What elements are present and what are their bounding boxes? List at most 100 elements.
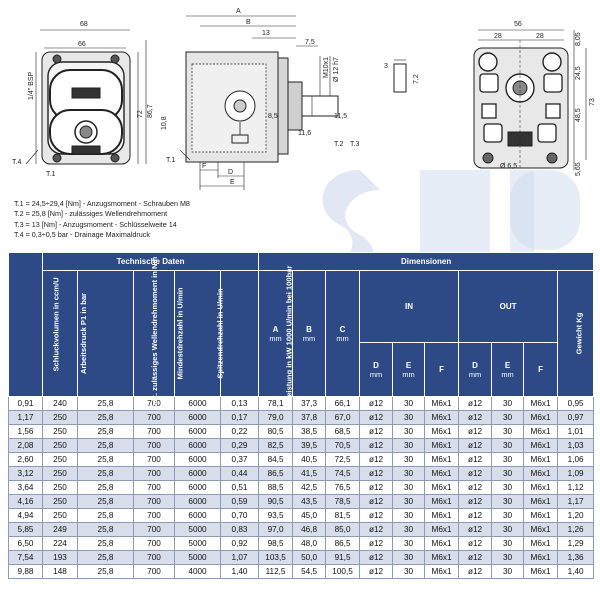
table-cell: 4000 (174, 564, 221, 579)
table-cell: ø12 (359, 396, 394, 411)
table-cell: ø12 (458, 536, 493, 551)
group-in: IN (359, 270, 460, 343)
table-cell: 37,8 (292, 410, 327, 425)
table-cell: ø12 (458, 480, 493, 495)
col-max-speed: Spitzendrehzahl in U/min (174, 270, 225, 397)
group-dimensions: Dimensionen (258, 252, 595, 271)
table-cell: M6x1 (523, 564, 559, 579)
table-cell: 5000 (174, 522, 221, 537)
table-cell: ø12 (359, 438, 394, 453)
table-cell: M6x1 (424, 480, 460, 495)
table-cell: 43,5 (292, 494, 327, 509)
table-cell: M6x1 (523, 494, 559, 509)
table-cell: 0,95 (557, 396, 595, 411)
table-cell: 88,5 (258, 480, 294, 495)
label-side-t1: T.1 (166, 157, 175, 164)
table-cell: M6x1 (523, 452, 559, 467)
col-torque: max. zulässiges Wellendrehmoment in Nm (77, 257, 159, 410)
table-cell: 30 (491, 494, 525, 509)
table-cell: ø12 (359, 466, 394, 481)
dim-front-68: 68 (80, 21, 88, 28)
dim-rear-24-5: 24,5 (575, 66, 582, 80)
table-cell: 0,59 (219, 494, 260, 509)
col-out-f: F (523, 342, 559, 397)
table-cell: 25,8 (77, 522, 134, 537)
table-cell: 6000 (174, 466, 221, 481)
table-cell: 30 (392, 536, 426, 551)
table-cell: 6000 (174, 494, 221, 509)
table-cell: M6x1 (523, 480, 559, 495)
table-cell: 1,20 (557, 508, 595, 523)
table-cell: M6x1 (424, 494, 460, 509)
table-cell: 25,8 (77, 452, 134, 467)
table-cell: M6x1 (424, 452, 460, 467)
dim-side-e: E (230, 179, 235, 186)
table-cell: 1,17 (8, 410, 43, 425)
table-cell: 700 (133, 424, 175, 439)
dim-rear-48-5: 48,5 (575, 108, 582, 122)
table-cell: M6x1 (424, 396, 460, 411)
table-cell: 30 (392, 508, 426, 523)
table-cell: 79,0 (258, 410, 294, 425)
table-cell: 97,0 (258, 522, 294, 537)
table-cell: 1,26 (557, 522, 595, 537)
table-cell: ø12 (359, 494, 394, 509)
col-weight: Gewicht Kg (557, 270, 595, 397)
table-cell: 38,5 (292, 424, 327, 439)
table-cell: 1,07 (219, 550, 260, 565)
table-cell: 80,5 (258, 424, 294, 439)
table-cell: M6x1 (523, 508, 559, 523)
table-cell: ø12 (359, 522, 394, 537)
table-cell: 6000 (174, 480, 221, 495)
table-cell: ø12 (458, 508, 493, 523)
dim-rear-8-05: 8,05 (575, 32, 582, 46)
table-cell: M6x1 (424, 564, 460, 579)
table-cell: 0,83 (219, 522, 260, 537)
table-cell: ø12 (458, 424, 493, 439)
table-cell: 25,8 (77, 536, 134, 551)
col-power: Leistung in kW 1000 U/min bei 100bar (219, 266, 293, 401)
table-cell: 700 (133, 410, 175, 425)
table-cell: 1,17 (557, 494, 595, 509)
dim-side-10-8: 10,8 (161, 116, 168, 130)
spec-table: Schluckvolumen in ccm/U Technische Daten… (8, 252, 595, 579)
table-cell: 250 (42, 466, 78, 481)
table-cell: 112,5 (258, 564, 294, 579)
table-cell: 25,8 (77, 494, 134, 509)
table-cell: 30 (392, 424, 426, 439)
table-cell: ø12 (359, 452, 394, 467)
table-cell: 48,0 (292, 536, 327, 551)
table-cell: 67,0 (325, 410, 361, 425)
table-cell: 86,5 (258, 466, 294, 481)
table-cell: 148 (42, 564, 78, 579)
table-cell: 30 (392, 522, 426, 537)
col-pressure: Arbeitsdruck P1 in bar (42, 270, 88, 397)
table-cell: 1,01 (557, 424, 595, 439)
table-cell: 74,5 (325, 466, 361, 481)
table-cell: 85,0 (325, 522, 361, 537)
table-cell: ø12 (458, 410, 493, 425)
table-cell: 30 (491, 410, 525, 425)
table-cell: ø12 (458, 550, 493, 565)
table-cell: 30 (392, 396, 426, 411)
table-cell: 30 (491, 396, 525, 411)
table-cell: 25,8 (77, 396, 134, 411)
table-cell: 700 (133, 550, 175, 565)
dim-rear-28-right: 28 (536, 33, 544, 40)
table-cell: 45,0 (292, 508, 327, 523)
table-cell: 25,8 (77, 550, 134, 565)
table-cell: M6x1 (523, 424, 559, 439)
table-cell: 76,5 (325, 480, 361, 495)
table-cell: 100,5 (325, 564, 361, 579)
table-cell: 30 (392, 494, 426, 509)
dim-rear-73: 73 (589, 98, 596, 106)
dim-side-shaft: Ø 12 h7 (333, 57, 340, 82)
